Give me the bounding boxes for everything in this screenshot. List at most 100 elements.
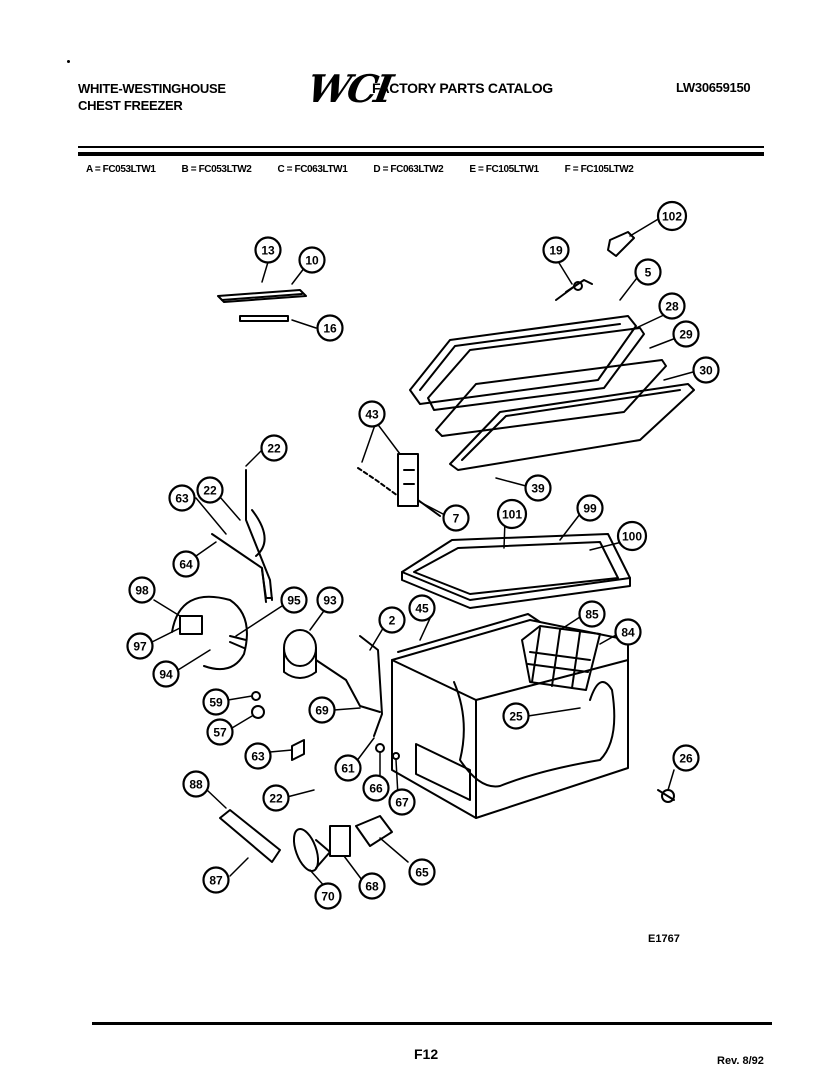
- part-callout-number: 100: [622, 530, 642, 544]
- part-callout-number: 64: [179, 558, 193, 572]
- drain-plug: [657, 789, 675, 803]
- model-code: C = FC063LTW1: [277, 164, 348, 175]
- part-callout: 97: [126, 632, 154, 660]
- part-callout: 102: [656, 200, 688, 232]
- footer-divider: [92, 1022, 772, 1025]
- part-callout: 94: [152, 660, 180, 688]
- scan-speck: [67, 60, 70, 63]
- part-callout: 87: [202, 866, 230, 894]
- part-callout-number: 70: [321, 890, 335, 904]
- part-callout-number: 94: [159, 668, 173, 682]
- part-callout: 66: [362, 774, 390, 802]
- header-divider-thick: [78, 152, 764, 156]
- lid-assembly: [409, 315, 695, 471]
- part-callout: 63: [168, 484, 196, 512]
- part-callout: 22: [262, 784, 290, 812]
- part-callout-number: 98: [135, 584, 149, 598]
- part-callout-number: 45: [415, 602, 429, 616]
- part-callout: 88: [182, 770, 210, 798]
- revision-date: Rev. 8/92: [717, 1055, 764, 1067]
- part-callout-number: 30: [699, 364, 713, 378]
- part-callout: 25: [502, 702, 530, 730]
- part-callout-number: 16: [323, 322, 337, 336]
- part-callout: 68: [358, 872, 386, 900]
- brand-name: WHITE-WESTINGHOUSE: [78, 81, 226, 96]
- part-callout: 45: [408, 594, 436, 622]
- model-list: A = FC053LTW1 B = FC053LTW2 C = FC063LTW…: [86, 164, 766, 175]
- part-callout-number: 68: [365, 880, 379, 894]
- top-frame: [401, 533, 631, 609]
- part-callout: 99: [576, 494, 604, 522]
- part-callout: 19: [542, 236, 570, 264]
- wire-basket: [521, 625, 601, 691]
- part-callout-number: 28: [665, 300, 679, 314]
- part-callout-number: 67: [395, 796, 409, 810]
- part-callout: 28: [658, 292, 686, 320]
- part-callout-number: 59: [209, 696, 223, 710]
- condenser-fan: [292, 815, 393, 872]
- model-code: B = FC053LTW2: [181, 164, 252, 175]
- part-callout: 57: [206, 718, 234, 746]
- part-callout-number: 88: [189, 778, 203, 792]
- hinge-part: [357, 453, 441, 517]
- catalog-title: FACTORY PARTS CATALOG: [372, 80, 553, 96]
- part-callout: 98: [128, 576, 156, 604]
- part-callout: 43: [358, 400, 386, 428]
- model-code: A = FC053LTW1: [86, 164, 156, 175]
- part-callout: 93: [316, 586, 344, 614]
- compressor-assembly: [171, 595, 383, 737]
- part-callout: 85: [578, 600, 606, 628]
- part-callout: 61: [334, 754, 362, 782]
- part-callout-number: 2: [389, 614, 396, 628]
- part-callout-number: 65: [415, 866, 429, 880]
- part-callout: 84: [614, 618, 642, 646]
- part-callout-number: 102: [662, 210, 682, 224]
- part-callout: 64: [172, 550, 200, 578]
- part-callout: 67: [388, 788, 416, 816]
- part-callout-number: 7: [453, 512, 460, 526]
- part-callout: 16: [316, 314, 344, 342]
- part-callout: 59: [202, 688, 230, 716]
- part-callout: 29: [672, 320, 700, 348]
- part-callout-number: 22: [269, 792, 283, 806]
- part-callout-number: 10: [305, 254, 319, 268]
- product-type: CHEST FREEZER: [78, 98, 183, 113]
- cover-plate: [219, 809, 281, 863]
- part-callout-number: 22: [267, 442, 281, 456]
- part-callout-number: 57: [213, 726, 227, 740]
- part-callout: 26: [672, 744, 700, 772]
- part-callout-number: 63: [175, 492, 189, 506]
- part-callout: 30: [692, 356, 720, 384]
- part-callout-number: 29: [679, 328, 693, 342]
- lid-handle-part: [217, 289, 307, 322]
- part-callout-number: 84: [621, 626, 635, 640]
- part-callout-number: 25: [509, 710, 523, 724]
- part-callout: 22: [196, 476, 224, 504]
- page-number: F12: [414, 1046, 439, 1062]
- part-callout-number: 19: [549, 244, 563, 258]
- part-callout-number: 61: [341, 762, 355, 776]
- part-callout-number: 69: [315, 704, 329, 718]
- part-callout: 100: [616, 520, 648, 552]
- part-callout: 39: [524, 474, 552, 502]
- part-callout: 2: [378, 606, 406, 634]
- part-callout-number: 66: [369, 782, 383, 796]
- part-callout-number: 5: [645, 266, 652, 280]
- lock-part: [555, 231, 635, 301]
- model-code: E = FC105LTW1: [469, 164, 539, 175]
- drawing-code: E1767: [648, 933, 680, 945]
- part-callout-number: 39: [531, 482, 545, 496]
- part-callout-number: 93: [323, 594, 337, 608]
- part-callout: 7: [442, 504, 470, 532]
- part-callout: 65: [408, 858, 436, 886]
- part-callout: 70: [314, 882, 342, 910]
- part-callout: 63: [244, 742, 272, 770]
- part-callout-number: 87: [209, 874, 223, 888]
- model-code: D = FC063LTW2: [373, 164, 444, 175]
- thermostat-wiring: [211, 469, 273, 603]
- header-divider: [78, 146, 764, 148]
- part-callout: 22: [260, 434, 288, 462]
- part-callout-number: 22: [203, 484, 217, 498]
- freezer-cabinet: [391, 613, 629, 819]
